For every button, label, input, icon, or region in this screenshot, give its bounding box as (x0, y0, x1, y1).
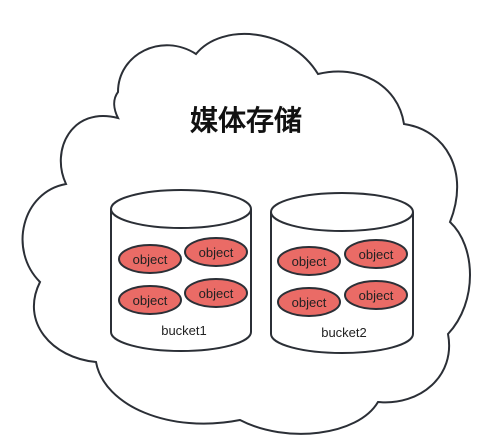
object-label: object (199, 245, 234, 260)
object-label: object (359, 247, 394, 262)
object-oval (277, 246, 341, 276)
bucket-1: object object object object bucket1 (110, 189, 252, 352)
diagram-title: 媒体存储 (190, 104, 302, 137)
object-label: object (133, 252, 168, 267)
object-label: object (199, 286, 234, 301)
object-oval (118, 285, 182, 315)
bucket-1-top (110, 189, 252, 229)
object-oval (118, 244, 182, 274)
object-oval (184, 278, 248, 308)
object-oval (344, 239, 408, 269)
object-oval (344, 280, 408, 310)
bucket-2-top (270, 192, 414, 232)
bucket-1-label: bucket1 (161, 323, 207, 338)
object-label: object (292, 295, 327, 310)
bucket-2: object object object object bucket2 (270, 192, 414, 354)
object-oval (184, 237, 248, 267)
object-label: object (359, 288, 394, 303)
object-oval (277, 287, 341, 317)
object-label: object (133, 293, 168, 308)
object-label: object (292, 254, 327, 269)
bucket-2-label: bucket2 (321, 325, 367, 340)
